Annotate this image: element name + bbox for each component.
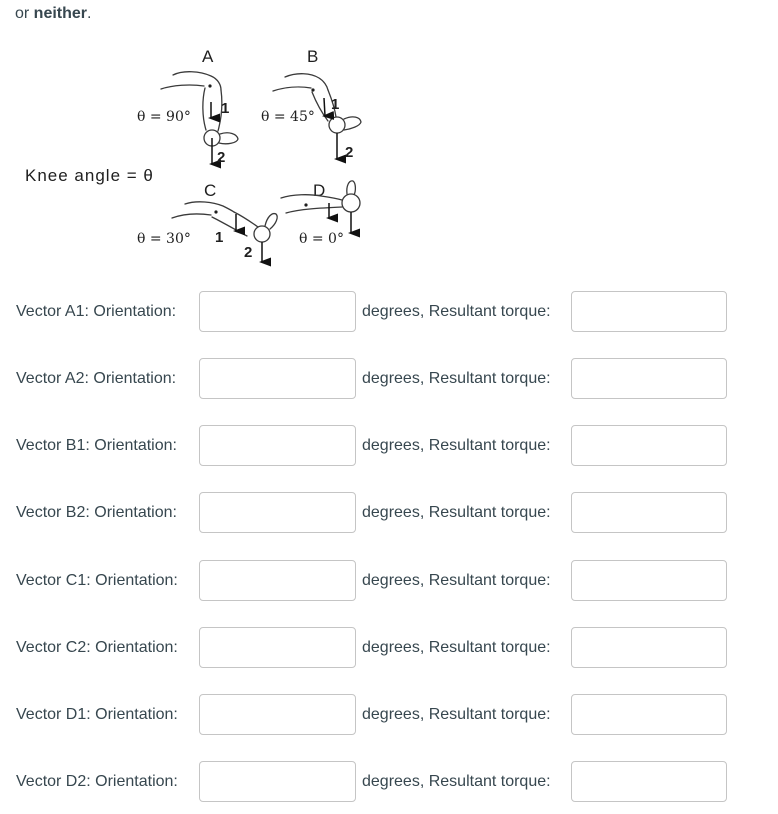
row-label-a1: Vector A1: Orientation: — [16, 302, 177, 320]
question-intro: or neither. — [15, 3, 91, 25]
row-vector-a2: Vector A2: Orientation: degrees, Resulta… — [0, 358, 778, 399]
leg-d-drawing — [280, 180, 361, 214]
torque-input-a2[interactable] — [571, 358, 727, 399]
row-middle-d2: degrees, Resultant torque: — [362, 772, 551, 790]
row-label-c1: Vector C1: Orientation: — [16, 571, 178, 589]
diagram-d-angle: θ = 0° — [299, 231, 344, 247]
torque-input-b2[interactable] — [571, 492, 727, 533]
vector-b2-number: 2 — [345, 144, 353, 161]
orientation-input-d2[interactable] — [199, 761, 356, 802]
row-label-b2: Vector B2: Orientation: — [16, 503, 177, 521]
knee-angle-figure: A 1 2 θ = 90° B 1 2 θ = 45° Knee angle =… — [25, 47, 362, 267]
torque-input-c1[interactable] — [571, 560, 727, 601]
vector-a1-number: 1 — [221, 100, 229, 117]
row-middle-c2: degrees, Resultant torque: — [362, 638, 551, 656]
diagram-c-label: C — [204, 181, 216, 200]
row-middle-d1: degrees, Resultant torque: — [362, 705, 551, 723]
row-middle-a2: degrees, Resultant torque: — [362, 369, 551, 387]
orientation-input-c1[interactable] — [199, 560, 356, 601]
intro-suffix: . — [87, 5, 92, 22]
row-middle-c1: degrees, Resultant torque: — [362, 571, 551, 589]
vector-c1-number: 1 — [215, 229, 223, 246]
torque-input-c2[interactable] — [571, 627, 727, 668]
diagram-b-angle: θ = 45° — [261, 109, 315, 125]
orientation-input-a2[interactable] — [199, 358, 356, 399]
vector-a2-number: 2 — [217, 149, 225, 166]
row-vector-b2: Vector B2: Orientation: degrees, Resulta… — [0, 492, 778, 533]
torque-input-d2[interactable] — [571, 761, 727, 802]
row-middle-a1: degrees, Resultant torque: — [362, 302, 551, 320]
vector-b1-number: 1 — [331, 96, 339, 113]
orientation-input-b1[interactable] — [199, 425, 356, 466]
row-vector-b1: Vector B1: Orientation: degrees, Resulta… — [0, 425, 778, 466]
vector-c2-number: 2 — [244, 244, 252, 261]
row-label-c2: Vector C2: Orientation: — [16, 638, 178, 656]
diagram-a-label: A — [202, 47, 214, 66]
diagram-c-angle: θ = 30° — [137, 231, 191, 247]
orientation-input-c2[interactable] — [199, 627, 356, 668]
vector-b1-arrow — [322, 97, 335, 120]
orientation-input-d1[interactable] — [199, 694, 356, 735]
row-label-d2: Vector D2: Orientation: — [16, 772, 178, 790]
row-vector-d1: Vector D1: Orientation: degrees, Resulta… — [0, 694, 778, 735]
orientation-input-b2[interactable] — [199, 492, 356, 533]
row-label-b1: Vector B1: Orientation: — [16, 436, 177, 454]
knee-angle-caption: Knee angle = θ — [25, 166, 154, 185]
row-middle-b1: degrees, Resultant torque: — [362, 436, 551, 454]
knee-b-dot — [311, 88, 315, 92]
row-vector-d2: Vector D2: Orientation: degrees, Resulta… — [0, 761, 778, 802]
row-vector-c1: Vector C1: Orientation: degrees, Resulta… — [0, 560, 778, 601]
leg-b-drawing — [272, 73, 362, 134]
row-middle-b2: degrees, Resultant torque: — [362, 503, 551, 521]
torque-input-a1[interactable] — [571, 291, 727, 332]
row-label-d1: Vector D1: Orientation: — [16, 705, 178, 723]
intro-bold-word: neither — [33, 5, 88, 22]
torque-input-d1[interactable] — [571, 694, 727, 735]
ankle-c-circle — [253, 225, 271, 243]
ankle-b-circle — [328, 116, 346, 134]
knee-d-dot — [304, 203, 308, 207]
knee-a-dot — [208, 84, 212, 88]
torque-input-b1[interactable] — [571, 425, 727, 466]
row-label-a2: Vector A2: Orientation: — [16, 369, 177, 387]
ankle-d-circle — [341, 193, 361, 213]
diagram-a-angle: θ = 90° — [137, 109, 191, 125]
row-vector-a1: Vector A1: Orientation: degrees, Resulta… — [0, 291, 778, 332]
intro-prefix: or — [15, 5, 34, 22]
diagram-b-label: B — [307, 47, 318, 66]
row-vector-c2: Vector C2: Orientation: degrees, Resulta… — [0, 627, 778, 668]
knee-c-dot — [214, 210, 218, 214]
diagram-d-label: D — [313, 181, 325, 200]
orientation-input-a1[interactable] — [199, 291, 356, 332]
